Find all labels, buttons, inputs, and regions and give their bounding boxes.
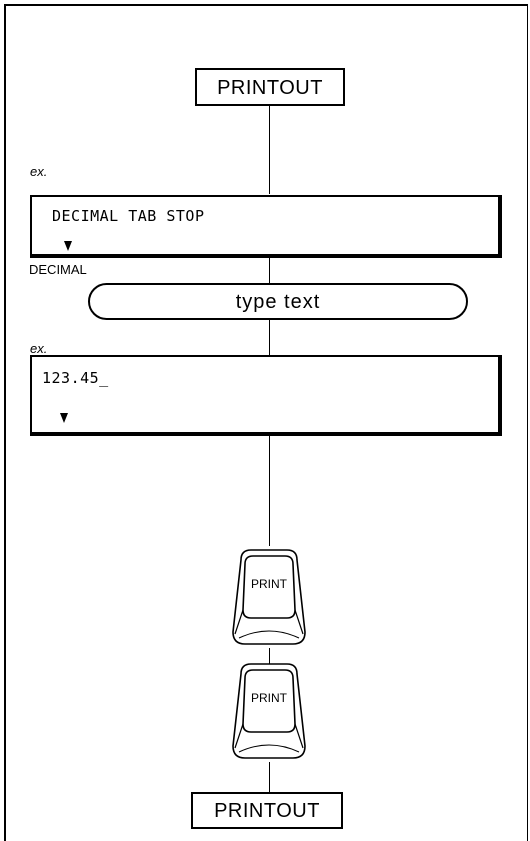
display-panel-2: 123.45_ [30,355,502,436]
printout-label: PRINTOUT [214,800,320,822]
print-key[interactable]: PRINT [231,660,307,762]
step-label: type text [235,291,321,313]
key-label: PRINT [251,691,288,705]
decimal-marker-icon [60,413,68,423]
connector-line [269,104,270,194]
display-panel-1: DECIMAL TAB STOP [30,195,502,258]
marker-caption: DECIMAL [29,262,87,277]
connector-line [269,762,270,792]
display-text: DECIMAL TAB STOP [52,207,205,225]
decimal-marker-icon [64,241,72,251]
printout-box-bottom: PRINTOUT [191,792,343,829]
printout-box-top: PRINTOUT [195,68,345,106]
example-label: ex. [30,164,48,179]
key-label: PRINT [251,577,288,591]
printout-label: PRINTOUT [217,77,323,99]
print-key[interactable]: PRINT [231,546,307,648]
connector-line [269,436,270,546]
print-key-icon: PRINT [232,549,306,645]
print-key-icon: PRINT [232,663,306,759]
type-text-step: type text [88,283,468,320]
display-text: 123.45_ [42,369,109,387]
page-frame [4,4,528,841]
example-label: ex. [30,341,48,356]
